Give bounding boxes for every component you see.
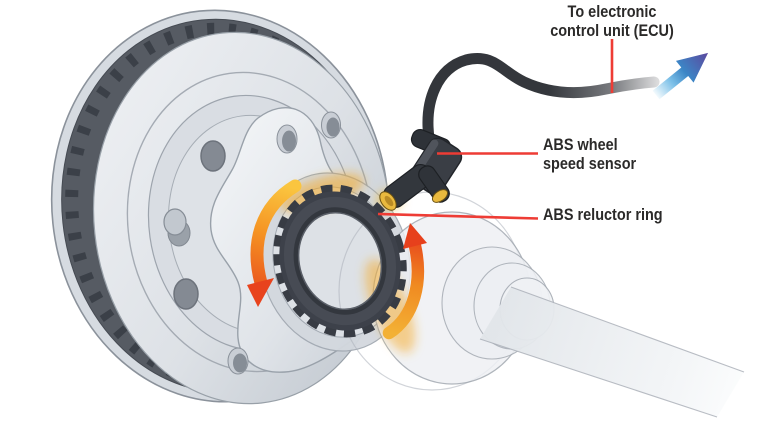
stud-top — [163, 208, 187, 236]
callout-lines — [377, 39, 614, 220]
lug-hole-top-left — [276, 124, 298, 154]
callout-line-reluctor — [377, 212, 539, 220]
reluctor-bore-line — [297, 211, 383, 311]
abs-wheel-speed-sensor — [379, 128, 463, 211]
label-ecu-line2: control unit (ECU) — [550, 20, 674, 40]
lug-hole-bore — [326, 117, 340, 137]
hub-hole-bottom — [173, 278, 199, 310]
rotation-arrow-left-body — [250, 179, 302, 290]
axle-shaft-top-edge — [510, 286, 745, 373]
lug-hole-bore — [233, 353, 247, 373]
sensor-cable — [422, 53, 660, 144]
label-reluctor-ring: ABS reluctor ring — [543, 205, 663, 225]
rotation-arrow-right-icon — [382, 223, 427, 340]
rotation-arrows — [247, 179, 427, 340]
label-ecu-line1: To electronic — [567, 2, 657, 21]
sensor-tip-left-core — [384, 195, 394, 207]
rotation-arrow-left-head — [247, 278, 274, 307]
label-speed-sensor-line1: ABS wheel — [543, 135, 618, 154]
abs-reluctor-ring — [273, 184, 407, 338]
reluctor-band — [283, 196, 397, 326]
wheel-stud — [163, 208, 191, 247]
label-speed-sensor: ABS wheel speed sensor — [543, 135, 637, 173]
hub-hole-top — [200, 140, 226, 172]
reluctor-inner-edge — [293, 207, 387, 315]
lug-hole-bore — [282, 130, 296, 152]
axle-shaft — [480, 287, 744, 417]
ecu-signal-arrow-icon — [652, 52, 709, 100]
label-reluctor-ring-text: ABS reluctor ring — [543, 205, 663, 224]
axle-shaft-bottom-edge — [479, 338, 718, 418]
sensor-tip-right — [431, 189, 449, 203]
label-speed-sensor-line2: speed sensor — [543, 153, 637, 173]
rotation-arrow-left-icon — [247, 179, 302, 307]
rotation-arrow-right-head — [403, 223, 427, 249]
rotation-arrow-right-body — [382, 239, 425, 340]
lug-hole-bottom — [227, 347, 249, 375]
lug-hole-top-right — [321, 111, 341, 139]
label-ecu: To electronic control unit (ECU) — [544, 2, 680, 40]
